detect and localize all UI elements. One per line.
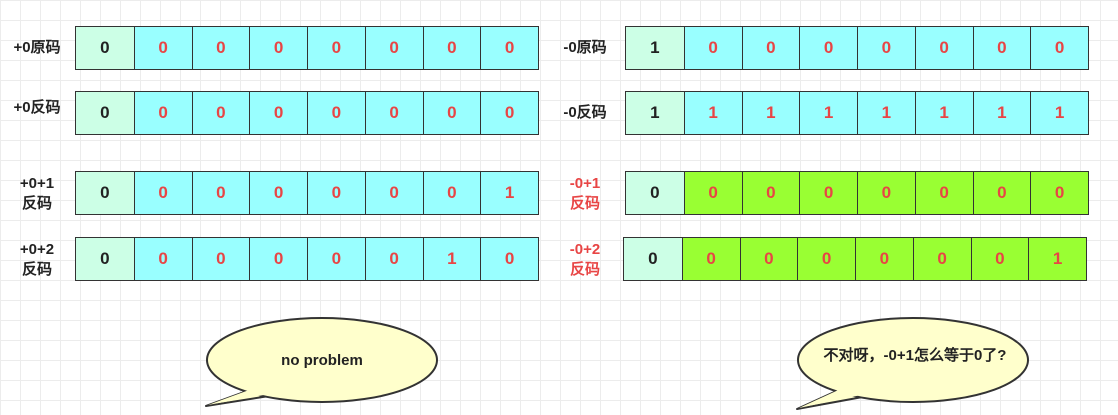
sign-bit-cell: 0: [76, 92, 134, 134]
bit-cell: 1: [857, 92, 915, 134]
bit-cell: 0: [683, 27, 742, 69]
bit-cell: 0: [480, 27, 538, 69]
bit-cell: 0: [364, 27, 423, 69]
bit-cell: 0: [739, 238, 798, 280]
bit-row-neg0-true-form: 1 0 0 0 0 0 0 0: [625, 26, 1089, 70]
label-neg0-true-form: -0原码: [563, 39, 607, 56]
bit-cell: 0: [133, 92, 192, 134]
bit-cell: 0: [307, 172, 365, 214]
bit-cell: 0: [683, 172, 742, 214]
bit-cell: 0: [191, 172, 250, 214]
bit-cell: 0: [797, 238, 855, 280]
sign-bit-cell: 1: [626, 27, 684, 69]
bit-cell: 0: [972, 172, 1031, 214]
sign-bit-cell: 0: [76, 172, 134, 214]
label-pos0-plus2-ones-complement: +0+2 反码: [19, 241, 55, 278]
bit-row-pos0-plus1: 0 0 0 0 0 0 0 1: [75, 171, 539, 215]
bit-row-neg0-ones-complement: 1 1 1 1 1 1 1 1: [625, 91, 1089, 135]
bit-cell: 0: [422, 27, 481, 69]
bit-row-pos0-ones-complement: 0 0 0 0 0 0 0 0: [75, 91, 539, 135]
bit-cell: 0: [249, 92, 307, 134]
bit-row-neg0-plus1: 0 0 0 0 0 0 0 0: [625, 171, 1089, 215]
bit-row-neg0-plus2: 0 0 0 0 0 0 0 1: [623, 237, 1087, 281]
sign-bit-cell: 0: [76, 27, 134, 69]
bit-cell: 1: [1030, 92, 1088, 134]
bit-cell: 0: [133, 172, 192, 214]
bit-cell: 0: [307, 27, 365, 69]
sign-bit-cell: 0: [76, 238, 134, 280]
bit-cell: 0: [799, 172, 857, 214]
bit-cell: 0: [741, 27, 800, 69]
bit-cell: 0: [855, 238, 913, 280]
bit-cell: 1: [1028, 238, 1086, 280]
bit-cell: 0: [191, 27, 250, 69]
label-neg0-plus2-ones-complement: -0+2 反码: [569, 241, 601, 278]
bit-cell: 0: [1030, 27, 1088, 69]
bit-cell: 0: [912, 238, 971, 280]
bit-cell: 0: [307, 238, 365, 280]
label-neg0-ones-complement: -0反码: [563, 104, 607, 121]
bit-cell: 0: [249, 27, 307, 69]
bit-cell: 0: [364, 238, 423, 280]
bit-row-pos0-plus2: 0 0 0 0 0 0 1 0: [75, 237, 539, 281]
bit-cell: 0: [191, 92, 250, 134]
bit-cell: 0: [422, 172, 481, 214]
bit-cell: 0: [972, 27, 1031, 69]
sign-bit-cell: 0: [626, 172, 684, 214]
bit-cell: 1: [799, 92, 857, 134]
bubble-text-right: 不对呀，-0+1怎么等于0了?: [823, 347, 1007, 364]
label-pos0-plus1-ones-complement: +0+1 反码: [19, 175, 55, 212]
bit-cell: 0: [741, 172, 800, 214]
speech-bubble-left: [205, 317, 438, 407]
bit-cell: 0: [857, 172, 915, 214]
sign-bit-cell: 1: [626, 92, 684, 134]
bit-cell: 0: [249, 172, 307, 214]
label-pos0-true-form: +0原码: [13, 39, 61, 56]
bit-cell: 0: [970, 238, 1029, 280]
bit-cell: 0: [914, 27, 973, 69]
bit-cell: 0: [133, 27, 192, 69]
bit-cell: 0: [1030, 172, 1088, 214]
bit-cell: 0: [480, 238, 538, 280]
bit-cell: 1: [914, 92, 973, 134]
bit-cell: 0: [799, 27, 857, 69]
bit-cell: 1: [683, 92, 742, 134]
bit-cell: 0: [133, 238, 192, 280]
bit-cell: 1: [422, 238, 481, 280]
bit-cell: 0: [364, 172, 423, 214]
bit-cell: 0: [191, 238, 250, 280]
sign-bit-cell: 0: [624, 238, 682, 280]
bit-cell: 0: [364, 92, 423, 134]
bit-cell: 1: [741, 92, 800, 134]
bubble-text-left: no problem: [281, 352, 363, 369]
bit-row-pos0-true-form: 0 0 0 0 0 0 0 0: [75, 26, 539, 70]
bit-cell: 0: [857, 27, 915, 69]
bit-cell: 0: [681, 238, 740, 280]
bit-cell: 0: [249, 238, 307, 280]
label-pos0-ones-complement: +0反码: [13, 99, 61, 116]
bit-cell: 1: [972, 92, 1031, 134]
bit-cell: 0: [307, 92, 365, 134]
bit-cell: 0: [422, 92, 481, 134]
bit-cell: 0: [914, 172, 973, 214]
bit-cell: 1: [480, 172, 538, 214]
bit-cell: 0: [480, 92, 538, 134]
speech-bubble-right: [796, 317, 1029, 410]
label-neg0-plus1-ones-complement: -0+1 反码: [569, 175, 601, 212]
